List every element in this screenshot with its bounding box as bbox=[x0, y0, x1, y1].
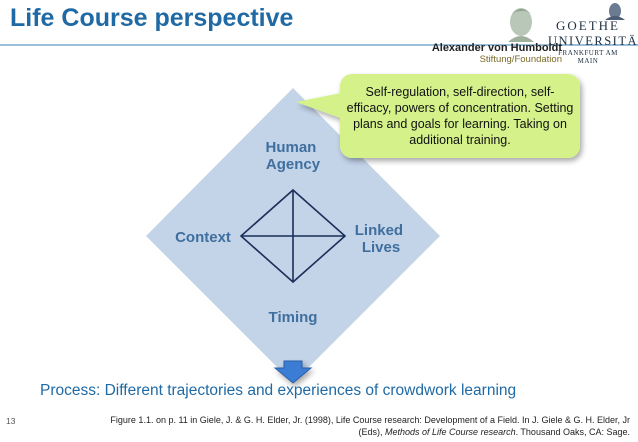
header-divider bbox=[0, 44, 638, 46]
label-timing: Timing bbox=[269, 309, 318, 326]
goethe-portrait-icon bbox=[605, 3, 625, 20]
label-human-agency-line2: Agency bbox=[266, 156, 321, 173]
goethe-logo: GOETHE UNIVERSITÄT FRANKFURT AM MAIN bbox=[548, 18, 638, 65]
goethe-logo-line1: GOETHE bbox=[556, 18, 620, 33]
label-human-agency: Human Agency bbox=[265, 139, 320, 173]
humboldt-logo-name: Alexander von Humboldt bbox=[431, 42, 562, 54]
label-human-agency-line1: Human bbox=[265, 139, 316, 156]
citation-text: Figure 1.1. on p. 11 in Giele, J. & G. H… bbox=[110, 415, 630, 437]
citation-publisher: . Thousand Oaks, CA: Sage. bbox=[515, 427, 630, 437]
citation-italic-title: Methods of Life Course research bbox=[385, 427, 516, 437]
goethe-logo-line3: FRANKFURT AM MAIN bbox=[558, 49, 618, 65]
humboldt-logo: Alexander von Humboldt Stiftung/Foundati… bbox=[412, 42, 562, 65]
down-arrow-icon bbox=[273, 360, 313, 384]
figure-citation: Figure 1.1. on p. 11 in Giele, J. & G. H… bbox=[100, 414, 630, 438]
label-context: Context bbox=[175, 229, 231, 246]
slide-title: Life Course perspective bbox=[10, 4, 294, 32]
humboldt-portrait-icon bbox=[508, 8, 534, 42]
inner-diamond-lines bbox=[239, 188, 347, 284]
label-linked-lives: Linked Lives bbox=[355, 222, 408, 256]
slide-number: 13 bbox=[6, 416, 16, 426]
callout-text: Self-regulation, self-direction, self-ef… bbox=[346, 85, 574, 147]
label-linked-lives-line1: Linked bbox=[355, 222, 403, 239]
label-linked-lives-line2: Lives bbox=[362, 239, 400, 256]
callout-bubble bbox=[296, 74, 580, 158]
humboldt-logo-subtitle: Stiftung/Foundation bbox=[479, 54, 562, 65]
process-statement: Process: Different trajectories and expe… bbox=[40, 382, 517, 399]
goethe-logo-line2: UNIVERSITÄT bbox=[548, 34, 638, 48]
